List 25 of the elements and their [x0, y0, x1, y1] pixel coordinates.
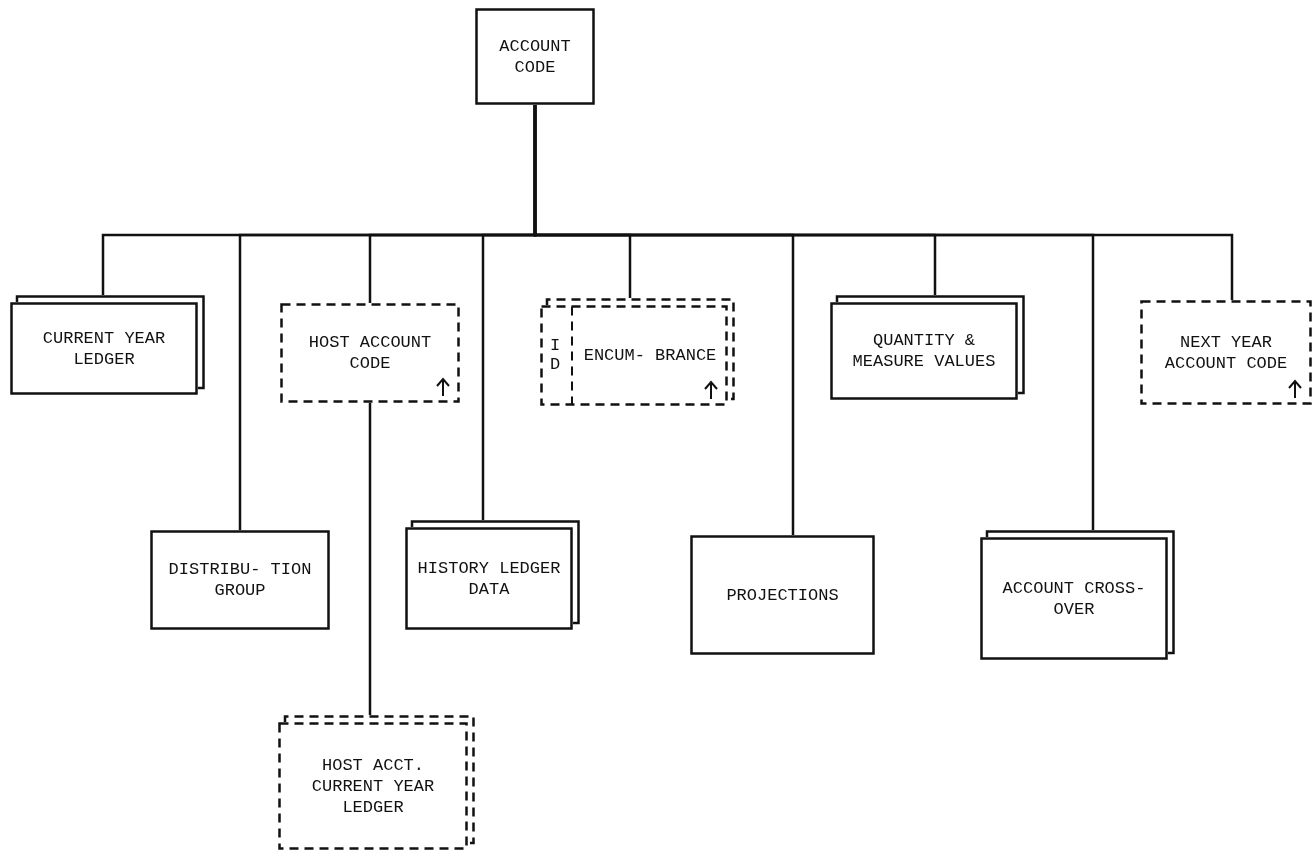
node-label: PROJECTIONS: [726, 584, 839, 606]
connector-line: [533, 105, 1234, 300]
stacked-record-box: [980, 530, 1175, 660]
record-box: [150, 530, 330, 630]
node-label: HOST ACCT. CURRENT YEAR LEDGER: [310, 754, 436, 818]
dashed-record-box: [1140, 300, 1312, 405]
record-box: [475, 8, 595, 105]
connector-line: [368, 403, 372, 715]
stacked-record-box: [540, 298, 735, 406]
record-box: [690, 535, 875, 655]
node-label: NEXT YEAR ACCOUNT CODE: [1163, 331, 1289, 374]
node-label: QUANTITY & MEASURE VALUES: [851, 330, 997, 372]
node-label: ENCUM- BRANCE: [583, 345, 717, 366]
node-label: HOST ACCOUNT CODE: [307, 332, 433, 374]
node-label: CURRENT YEAR LEDGER: [41, 327, 167, 370]
stacked-record-box: [405, 520, 580, 630]
node-label: DISTRIBU- TION GROUP: [167, 559, 313, 601]
stacked-record-box: [278, 715, 475, 850]
node-label: ACCOUNT CODE: [498, 35, 572, 78]
stacked-record-box: [830, 295, 1025, 400]
stacked-record-box: [10, 295, 205, 395]
node-label: ID: [548, 336, 562, 375]
node-label: ACCOUNT CROSS-OVER: [1001, 577, 1147, 620]
dashed-record-box: [280, 303, 460, 403]
node-label: HISTORY LEDGER DATA: [416, 557, 562, 600]
